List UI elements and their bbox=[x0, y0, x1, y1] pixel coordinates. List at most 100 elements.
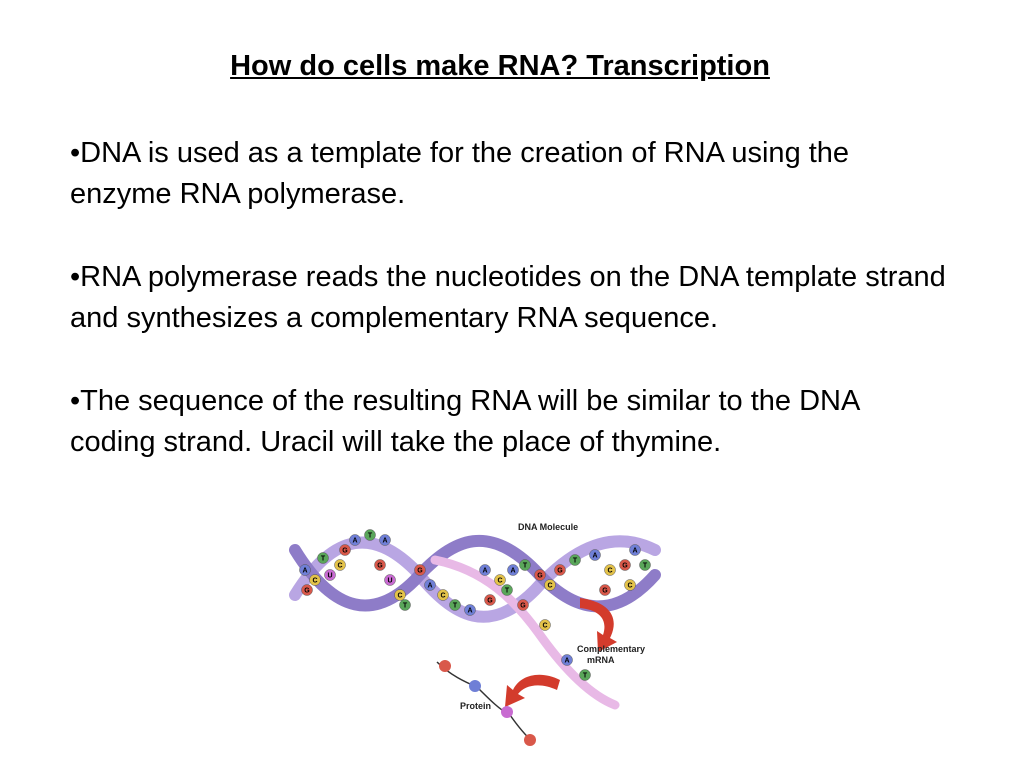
nucleotide-letter: A bbox=[592, 553, 597, 560]
nucleotide-letter: G bbox=[417, 568, 423, 575]
nucleotide-a-icon bbox=[561, 654, 573, 666]
nucleotide-g-icon bbox=[554, 564, 566, 576]
nucleotide-letter: G bbox=[520, 603, 526, 610]
red-arrow-to-mrna-icon bbox=[580, 598, 617, 652]
red-arrow-to-protein-icon bbox=[505, 674, 560, 707]
nucleotide-t-icon bbox=[519, 559, 531, 571]
protein-bead-icon bbox=[524, 734, 536, 746]
nucleotide-c-icon bbox=[334, 559, 346, 571]
nucleotide-t-icon bbox=[317, 552, 329, 564]
nucleotide-t-icon bbox=[364, 529, 376, 541]
nucleotide-a-icon bbox=[507, 564, 519, 576]
nucleotide-letter: C bbox=[397, 593, 402, 600]
nucleotide-letter: C bbox=[542, 623, 547, 630]
protein-bead-icon bbox=[501, 706, 513, 718]
nucleotide-letter: T bbox=[643, 563, 648, 570]
nucleotide-letter: C bbox=[337, 563, 342, 570]
nucleotide-t-icon bbox=[639, 559, 651, 571]
nucleotide-letter: G bbox=[602, 588, 608, 595]
nucleotide-letter: G bbox=[487, 598, 493, 605]
nucleotide-letter: U bbox=[327, 573, 332, 580]
complementary-mrna-label-line2: mRNA bbox=[587, 655, 615, 665]
nucleotide-a-icon bbox=[299, 564, 311, 576]
nucleotide-letter: A bbox=[482, 568, 487, 575]
dna-molecule-label: DNA Molecule bbox=[518, 522, 578, 532]
nucleotide-letter: C bbox=[440, 593, 445, 600]
nucleotide-g-icon bbox=[484, 594, 496, 606]
nucleotide-g-icon bbox=[517, 599, 529, 611]
transcription-diagram-svg: ACGTUCGATAGUCTGACTAGCATGCGTACGATCGATGCAT… bbox=[289, 522, 661, 746]
nucleotide-letter: T bbox=[453, 603, 458, 610]
nucleotide-c-icon bbox=[437, 589, 449, 601]
nucleotide-letter: G bbox=[342, 548, 348, 555]
nucleotide-letter: C bbox=[607, 568, 612, 575]
nucleotide-letter: A bbox=[467, 608, 472, 615]
bullet-list: •DNA is used as a template for the creat… bbox=[70, 133, 950, 505]
bullet-uracil-thymine: •The sequence of the resulting RNA will … bbox=[70, 385, 859, 458]
nucleotide-letter: T bbox=[523, 563, 528, 570]
nucleotide-letter: A bbox=[427, 583, 432, 590]
nucleotide-letter: A bbox=[510, 568, 515, 575]
nucleotide-letter: G bbox=[537, 573, 543, 580]
nucleotide-letter: G bbox=[622, 563, 628, 570]
nucleotide-letter: T bbox=[403, 603, 408, 610]
bullet-rna-polymerase: •RNA polymerase reads the nucleotides on… bbox=[70, 261, 946, 334]
protein-bead-icon bbox=[439, 660, 451, 672]
nucleotide-a-icon bbox=[479, 564, 491, 576]
nucleotide-letter: C bbox=[547, 583, 552, 590]
nucleotide-t-icon bbox=[569, 554, 581, 566]
nucleotide-g-icon bbox=[339, 544, 351, 556]
nucleotide-c-icon bbox=[494, 574, 506, 586]
nucleotide-g-icon bbox=[374, 559, 386, 571]
protein-label: Protein bbox=[460, 701, 491, 711]
nucleotide-c-icon bbox=[544, 579, 556, 591]
nucleotide-t-icon bbox=[449, 599, 461, 611]
nucleotide-g-icon bbox=[534, 569, 546, 581]
protein-bead-icon bbox=[469, 680, 481, 692]
nucleotide-letter: C bbox=[627, 583, 632, 590]
nucleotide-c-icon bbox=[539, 619, 551, 631]
nucleotide-letter: A bbox=[302, 568, 307, 575]
complementary-mrna-label: Complementary bbox=[577, 644, 645, 654]
nucleotide-letter: A bbox=[632, 548, 637, 555]
nucleotide-letter: C bbox=[497, 578, 502, 585]
protein-chain bbox=[436, 661, 534, 743]
nucleotide-a-icon bbox=[349, 534, 361, 546]
nucleotide-letter: G bbox=[304, 588, 310, 595]
nucleotide-a-icon bbox=[589, 549, 601, 561]
nucleotide-letter: U bbox=[387, 578, 392, 585]
nucleotide-c-icon bbox=[624, 579, 636, 591]
nucleotide-letter: A bbox=[382, 538, 387, 545]
nucleotide-letter: G bbox=[377, 563, 383, 570]
nucleotide-u-icon bbox=[324, 569, 336, 581]
nucleotide-letter: T bbox=[583, 673, 588, 680]
nucleotide-t-icon bbox=[399, 599, 411, 611]
nucleotide-g-icon bbox=[301, 584, 313, 596]
nucleotide-a-icon bbox=[424, 579, 436, 591]
nucleotide-g-icon bbox=[414, 564, 426, 576]
nucleotide-t-icon bbox=[579, 669, 591, 681]
nucleotide-c-icon bbox=[394, 589, 406, 601]
nucleotide-a-icon bbox=[629, 544, 641, 556]
nucleotide-c-icon bbox=[309, 574, 321, 586]
nucleotide-letter: C bbox=[312, 578, 317, 585]
nucleotide-letter: T bbox=[321, 556, 326, 563]
mrna-strand bbox=[430, 555, 620, 710]
nucleotide-a-icon bbox=[464, 604, 476, 616]
nucleotide-u-icon bbox=[384, 574, 396, 586]
nucleotide-letter: T bbox=[368, 533, 373, 540]
nucleotide-letter: G bbox=[557, 568, 563, 575]
bullet-dna-template: •DNA is used as a template for the creat… bbox=[70, 137, 850, 210]
nucleotide-c-icon bbox=[604, 564, 616, 576]
nucleotide-letter: A bbox=[352, 538, 357, 545]
nucleotide-a-icon bbox=[379, 534, 391, 546]
nucleotide-g-icon bbox=[599, 584, 611, 596]
nucleotide-letter: A bbox=[564, 658, 569, 665]
nucleotide-letter: T bbox=[573, 558, 578, 565]
slide-title: How do cells make RNA? Transcription bbox=[230, 50, 770, 82]
nucleotide-g-icon bbox=[619, 559, 631, 571]
nucleotide-t-icon bbox=[501, 584, 513, 596]
nucleotide-letter: T bbox=[505, 588, 510, 595]
